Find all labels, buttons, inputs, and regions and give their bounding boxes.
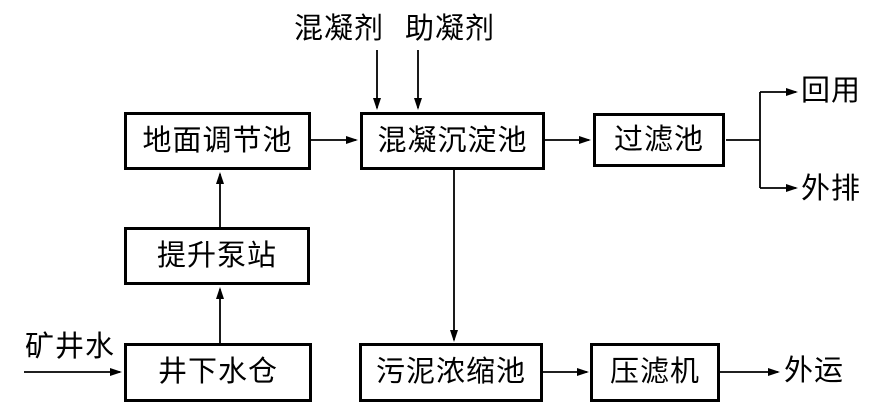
- node-filter-press: 压滤机: [590, 343, 720, 402]
- label-coagulant-aid: 助凝剂: [405, 13, 496, 45]
- node-lift-pump-station: 提升泵站: [124, 227, 310, 285]
- label-transport-out: 外运: [784, 355, 845, 387]
- label-discharge: 外排: [801, 173, 862, 205]
- node-sludge-thickening-pool: 污泥浓缩池: [359, 343, 543, 402]
- label-mine-water: 矿井水: [25, 331, 116, 363]
- node-coagulation-sedimentation-pool: 混凝沉淀池: [360, 112, 545, 170]
- label-reuse: 回用: [801, 75, 862, 107]
- node-filter-pool: 过滤池: [593, 113, 725, 167]
- label-coagulant: 混凝剂: [294, 13, 385, 45]
- node-underground-water-bunker: 井下水仓: [124, 343, 312, 402]
- node-ground-regulating-pool: 地面调节池: [124, 112, 311, 170]
